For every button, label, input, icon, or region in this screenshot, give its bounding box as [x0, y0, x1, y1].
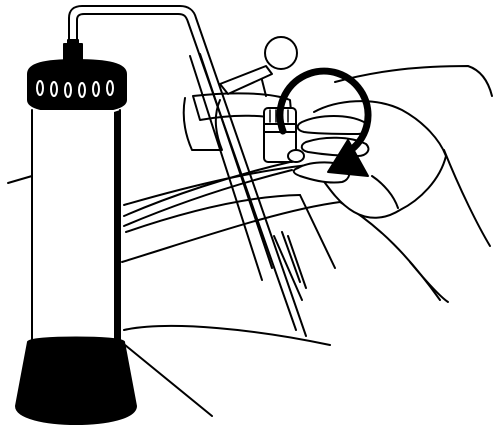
diverter-outlet: [288, 150, 304, 162]
hand-index-finger: [298, 116, 367, 134]
hand-forearm-right: [444, 150, 490, 246]
hand-forearm-lower: [410, 262, 448, 302]
canister-base: [16, 338, 136, 425]
canister-nipple-cap: [68, 40, 78, 46]
water-filter-canister: [16, 40, 136, 424]
faucet-lever-knob: [265, 37, 297, 69]
hand: [294, 66, 492, 302]
counter-front-edge: [125, 345, 212, 416]
faucet-diverter-valve: [264, 108, 304, 162]
faucet-base: [184, 98, 222, 150]
canister-body: [32, 110, 120, 346]
sink-front-lip: [124, 326, 330, 345]
counter-back-edge: [8, 176, 32, 183]
canister-body-shadow: [114, 110, 120, 346]
